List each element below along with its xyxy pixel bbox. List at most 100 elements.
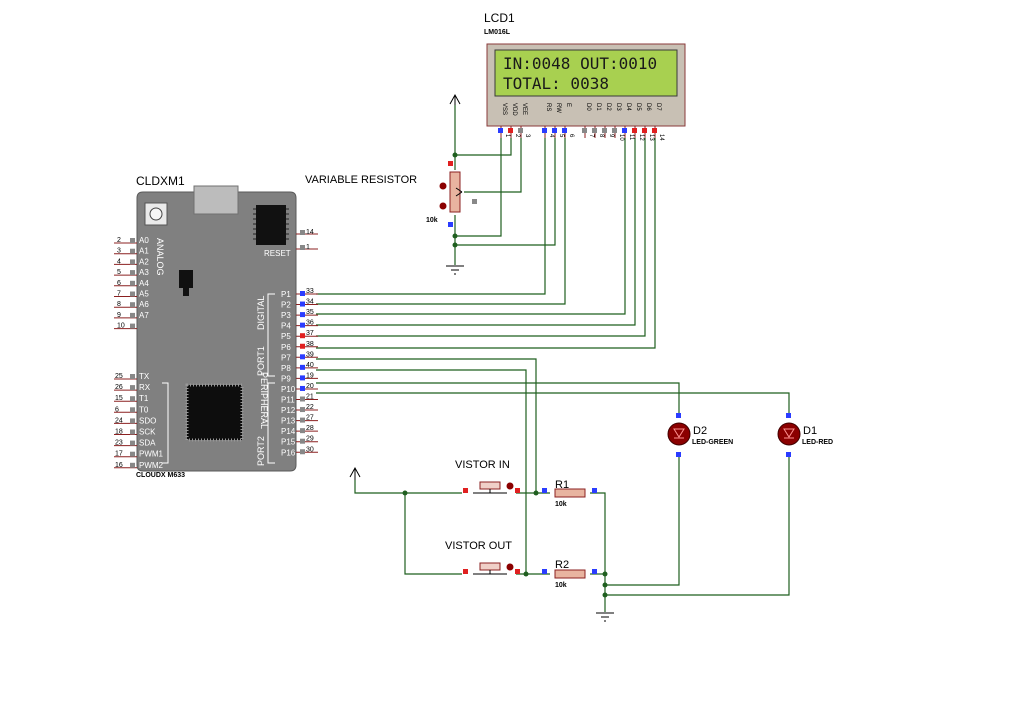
- wire-rw-gnd: [455, 138, 556, 246]
- ground-icon: [596, 612, 614, 622]
- pin-name: A7: [139, 311, 149, 320]
- wire-vss: [455, 138, 502, 237]
- pin-marker: [542, 569, 547, 574]
- pin-number: 10: [117, 323, 125, 330]
- wire-led-red-gnd: [605, 455, 790, 596]
- peripheral-section-label: PERIPHERAL: [259, 372, 269, 429]
- pin-number: 36: [306, 320, 314, 327]
- pin-marker: [300, 438, 305, 444]
- memory-chip: [256, 205, 286, 245]
- board-body: [136, 191, 297, 472]
- d2-type: LED-GREEN: [692, 439, 733, 446]
- cloudx-board: CLDXM1 CLOUDX M633 ANALOG DIGITAL PORT1 …: [114, 174, 318, 479]
- pin-marker: [300, 291, 305, 296]
- button-press-icon[interactable]: [506, 563, 514, 571]
- pin-marker: [130, 429, 135, 435]
- pin-marker: [130, 291, 135, 297]
- pot-adjust-down-button[interactable]: [439, 202, 447, 210]
- wire-led-green-gnd: [605, 455, 680, 586]
- lcd-pin-group: VSS1VDD2VEE3RS4RW5E6D07D18D29D310D411D51…: [498, 103, 664, 141]
- pin-marker: [463, 488, 468, 493]
- button-actuator: [479, 562, 501, 571]
- junction-dot: [523, 571, 529, 577]
- pin-marker: [642, 128, 647, 133]
- pin-number: 18: [115, 429, 123, 436]
- button-vistor-out[interactable]: VISTOR OUT: [445, 540, 520, 575]
- pin-marker: [300, 428, 305, 434]
- pin-marker: [300, 343, 305, 349]
- pot-body: [449, 171, 461, 213]
- button-press-icon[interactable]: [506, 482, 514, 490]
- junctions: [402, 152, 608, 598]
- pin-marker: [622, 128, 627, 133]
- pin-marker: [130, 312, 135, 318]
- wire-p2-e: [316, 138, 566, 305]
- pin-marker: [130, 238, 135, 243]
- vcc-arrow-icon: [349, 466, 361, 480]
- lcd-pin-number: 10: [618, 134, 624, 141]
- lcd-pin-name: D3: [615, 103, 621, 111]
- lcd-pin-number: 4: [548, 134, 554, 138]
- pin-number: 9: [117, 312, 121, 319]
- pot-adjust-up-button[interactable]: [439, 182, 447, 190]
- pin-name: P15: [281, 438, 296, 447]
- usb-connector: [193, 185, 239, 215]
- pot-wiper-arrow-icon: [455, 187, 463, 197]
- lcd-pin-number: 11: [628, 134, 634, 141]
- pin-number: 24: [115, 417, 123, 424]
- pin-marker: [612, 128, 617, 133]
- pin-number: 3: [117, 248, 121, 255]
- pin-marker: [448, 222, 453, 227]
- lcd-pin-number: 6: [568, 134, 574, 138]
- pin-marker: [130, 440, 135, 446]
- pin-number: 34: [306, 299, 314, 306]
- pin-number: 38: [306, 341, 314, 348]
- lcd-pin-number: 1: [504, 134, 510, 138]
- wire-vdd: [454, 105, 512, 156]
- digital-section-label: DIGITAL: [256, 296, 266, 330]
- junction-dot: [402, 490, 408, 496]
- lcd-pin-number: 5: [558, 134, 564, 138]
- power-symbols: [349, 93, 614, 622]
- pin-name: P7: [281, 353, 291, 362]
- pot-value: 10k: [426, 217, 438, 224]
- analog-section-label: ANALOG: [155, 238, 165, 276]
- pin-marker: [542, 128, 547, 133]
- pin-number: 35: [306, 309, 314, 316]
- button-out-label: VISTOR OUT: [445, 540, 512, 552]
- pin-marker: [582, 128, 587, 133]
- pin-name: A0: [139, 236, 149, 245]
- pin-number: 40: [306, 362, 314, 369]
- pin-number: 16: [115, 462, 123, 469]
- pin-name: A3: [139, 268, 149, 277]
- pin-number: 15: [115, 395, 123, 402]
- lcd-pin-number: 12: [638, 134, 644, 141]
- variable-resistor: VARIABLE RESISTOR 10k: [305, 161, 477, 227]
- wire-p9-led-green: [316, 382, 680, 413]
- pin-marker: [652, 128, 657, 133]
- lcd-pin-number: 14: [658, 134, 664, 141]
- pin-marker: [472, 199, 477, 204]
- led-d1: D1 LED-RED: [777, 413, 833, 457]
- button-vistor-in[interactable]: VISTOR IN: [455, 459, 520, 494]
- lcd-line-1: IN:0048 OUT:0010: [503, 54, 657, 73]
- pin-marker: [130, 385, 135, 391]
- pin-name: P6: [281, 343, 291, 352]
- d1-ref: D1: [803, 425, 817, 437]
- lcd-pin-number: 13: [648, 134, 654, 141]
- pin-marker: [300, 322, 305, 328]
- pin-name: P3: [281, 311, 291, 320]
- pin-marker: [130, 259, 135, 265]
- pin-marker: [300, 385, 305, 391]
- lcd-pin-name: D1: [595, 103, 601, 111]
- lcd-pin-name: D4: [625, 103, 631, 111]
- pin-marker: [518, 128, 523, 133]
- pin-name: P12: [281, 406, 296, 415]
- pin-marker: [632, 128, 637, 133]
- pin-number: 2: [117, 237, 121, 244]
- junction-dot: [602, 571, 608, 577]
- ground-icon: [446, 265, 464, 275]
- pin-number: 28: [306, 425, 314, 432]
- junction-dot: [452, 233, 458, 239]
